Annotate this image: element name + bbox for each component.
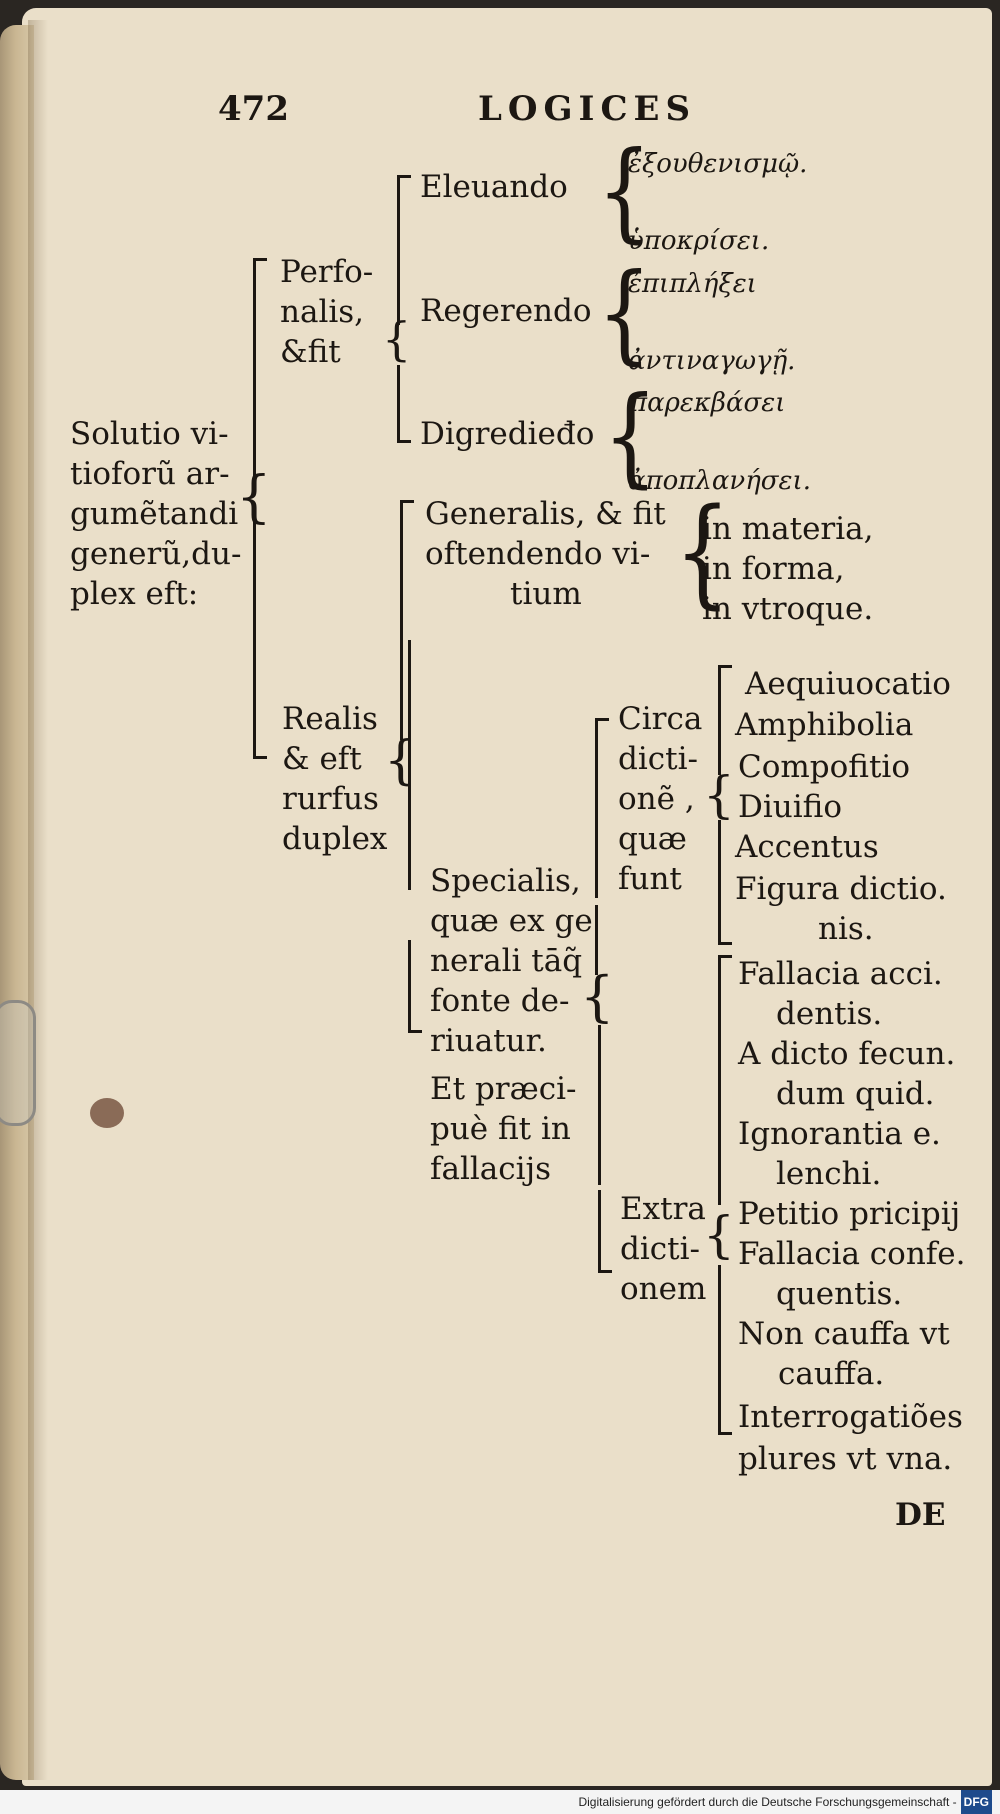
page-edge bbox=[0, 25, 34, 1780]
specialis-line: Et præci- bbox=[430, 1071, 577, 1107]
specialis-line: quæ ex ge bbox=[430, 903, 593, 939]
brace: { bbox=[703, 766, 735, 824]
credit-text: Digitalisierung gefördert durch die Deut… bbox=[578, 1795, 957, 1809]
fallacy-item: Accentus bbox=[735, 829, 879, 865]
realis-line: Realis bbox=[282, 701, 378, 737]
gutter-shadow bbox=[28, 20, 48, 1780]
generalis-line: tium bbox=[510, 576, 582, 612]
greek-term: ὑποκρίσει. bbox=[628, 226, 770, 256]
fallacy-item: Interrogatiões bbox=[738, 1399, 963, 1435]
fallacy-item: plures vt vna. bbox=[738, 1441, 953, 1477]
circa-line: Circa bbox=[618, 701, 703, 737]
paper-clip bbox=[0, 1000, 36, 1126]
specialis-line: riuatur. bbox=[430, 1023, 547, 1059]
fallacy-item: Non cauffa vt bbox=[738, 1316, 950, 1352]
generalis-line: Generalis, & fit bbox=[425, 496, 666, 532]
fallacy-item: Petitio pricipij bbox=[738, 1196, 961, 1232]
circa-line: onẽ , bbox=[618, 781, 695, 817]
greek-term: ἐπιπλήξει bbox=[628, 269, 757, 299]
root-line: gumẽtandi bbox=[70, 496, 239, 532]
greek-term: ἐξουθενισμῷ. bbox=[628, 149, 808, 179]
circa-line: dicti- bbox=[618, 741, 698, 777]
fallacy-item: quentis. bbox=[776, 1276, 903, 1312]
generalis-item: in vtroque. bbox=[702, 591, 874, 627]
circa-line: quæ bbox=[618, 821, 687, 857]
extra-line: Extra bbox=[620, 1191, 706, 1227]
regerendo-label: Regerendo bbox=[420, 293, 592, 329]
specialis-line: puè fit in bbox=[430, 1111, 571, 1147]
specialis-line: nerali tāq̃ bbox=[430, 943, 583, 979]
personalis-line: Perfo- bbox=[280, 254, 374, 290]
eleuando-label: Eleuando bbox=[420, 169, 568, 205]
specialis-line: fonte de- bbox=[430, 983, 570, 1019]
generalis-line: oftendendo vi- bbox=[425, 536, 651, 572]
realis-line: rurfus bbox=[282, 781, 379, 817]
fallacy-item: Amphibolia bbox=[735, 707, 914, 743]
realis-line: & eft bbox=[282, 741, 362, 777]
root-line: generũ,du- bbox=[70, 536, 242, 572]
generalis-item: in materia, bbox=[702, 511, 874, 547]
brace: { bbox=[580, 965, 615, 1028]
specialis-line: Specialis, bbox=[430, 863, 581, 899]
fallacy-item: Compofitio bbox=[738, 749, 910, 785]
book-page bbox=[22, 8, 992, 1786]
page-number: 472 bbox=[218, 89, 289, 129]
brace: { bbox=[703, 1206, 735, 1264]
brace: { bbox=[382, 312, 412, 366]
greek-term: παρεκβάσει bbox=[630, 388, 786, 418]
fallacy-item: Ignorantia e. bbox=[738, 1116, 941, 1152]
root-line: tioforũ ar- bbox=[70, 456, 230, 492]
brace: { bbox=[236, 465, 272, 530]
personalis-line: &fit bbox=[280, 334, 341, 370]
fallacy-item: dum quid. bbox=[776, 1076, 935, 1112]
digrediendo-label: Digredieđo bbox=[420, 416, 595, 452]
fallacy-item: nis. bbox=[818, 911, 874, 947]
specialis-line: fallacijs bbox=[430, 1151, 552, 1187]
catchword: DE bbox=[895, 1497, 946, 1533]
fallacy-item: dentis. bbox=[776, 996, 883, 1032]
fallacy-item: cauffa. bbox=[778, 1356, 885, 1392]
fallacy-item: lenchi. bbox=[776, 1156, 882, 1192]
brace: { bbox=[384, 731, 418, 791]
dfg-logo: DFG bbox=[960, 1790, 992, 1814]
fallacy-item: Fallacia acci. bbox=[738, 956, 943, 992]
greek-term: ἀντιναγωγῇ. bbox=[628, 346, 796, 376]
realis-line: duplex bbox=[282, 821, 388, 857]
fallacy-item: Diuifio bbox=[738, 789, 842, 825]
digitization-credit: Digitalisierung gefördert durch die Deut… bbox=[0, 1790, 1000, 1814]
brace: { bbox=[674, 482, 731, 620]
greek-term: ἀποπλανήσει. bbox=[628, 466, 811, 496]
ink-stain bbox=[90, 1098, 124, 1128]
brace: { bbox=[596, 251, 652, 376]
fallacy-item: Aequiuocatio bbox=[745, 666, 951, 702]
fallacy-item: Fallacia confe. bbox=[738, 1236, 966, 1272]
extra-line: dicti- bbox=[620, 1231, 700, 1267]
personalis-line: nalis, bbox=[280, 294, 365, 330]
running-title: LOGICES bbox=[478, 89, 696, 129]
brace: { bbox=[602, 374, 658, 499]
generalis-item: in forma, bbox=[702, 551, 845, 587]
fallacy-item: Figura dictio. bbox=[735, 871, 947, 907]
root-line: plex eft: bbox=[70, 576, 199, 612]
extra-line: onem bbox=[620, 1271, 707, 1307]
fallacy-item: A dicto fecun. bbox=[738, 1036, 956, 1072]
circa-line: funt bbox=[618, 861, 682, 897]
brace: { bbox=[596, 129, 652, 254]
root-line: Solutio vi- bbox=[70, 416, 229, 452]
